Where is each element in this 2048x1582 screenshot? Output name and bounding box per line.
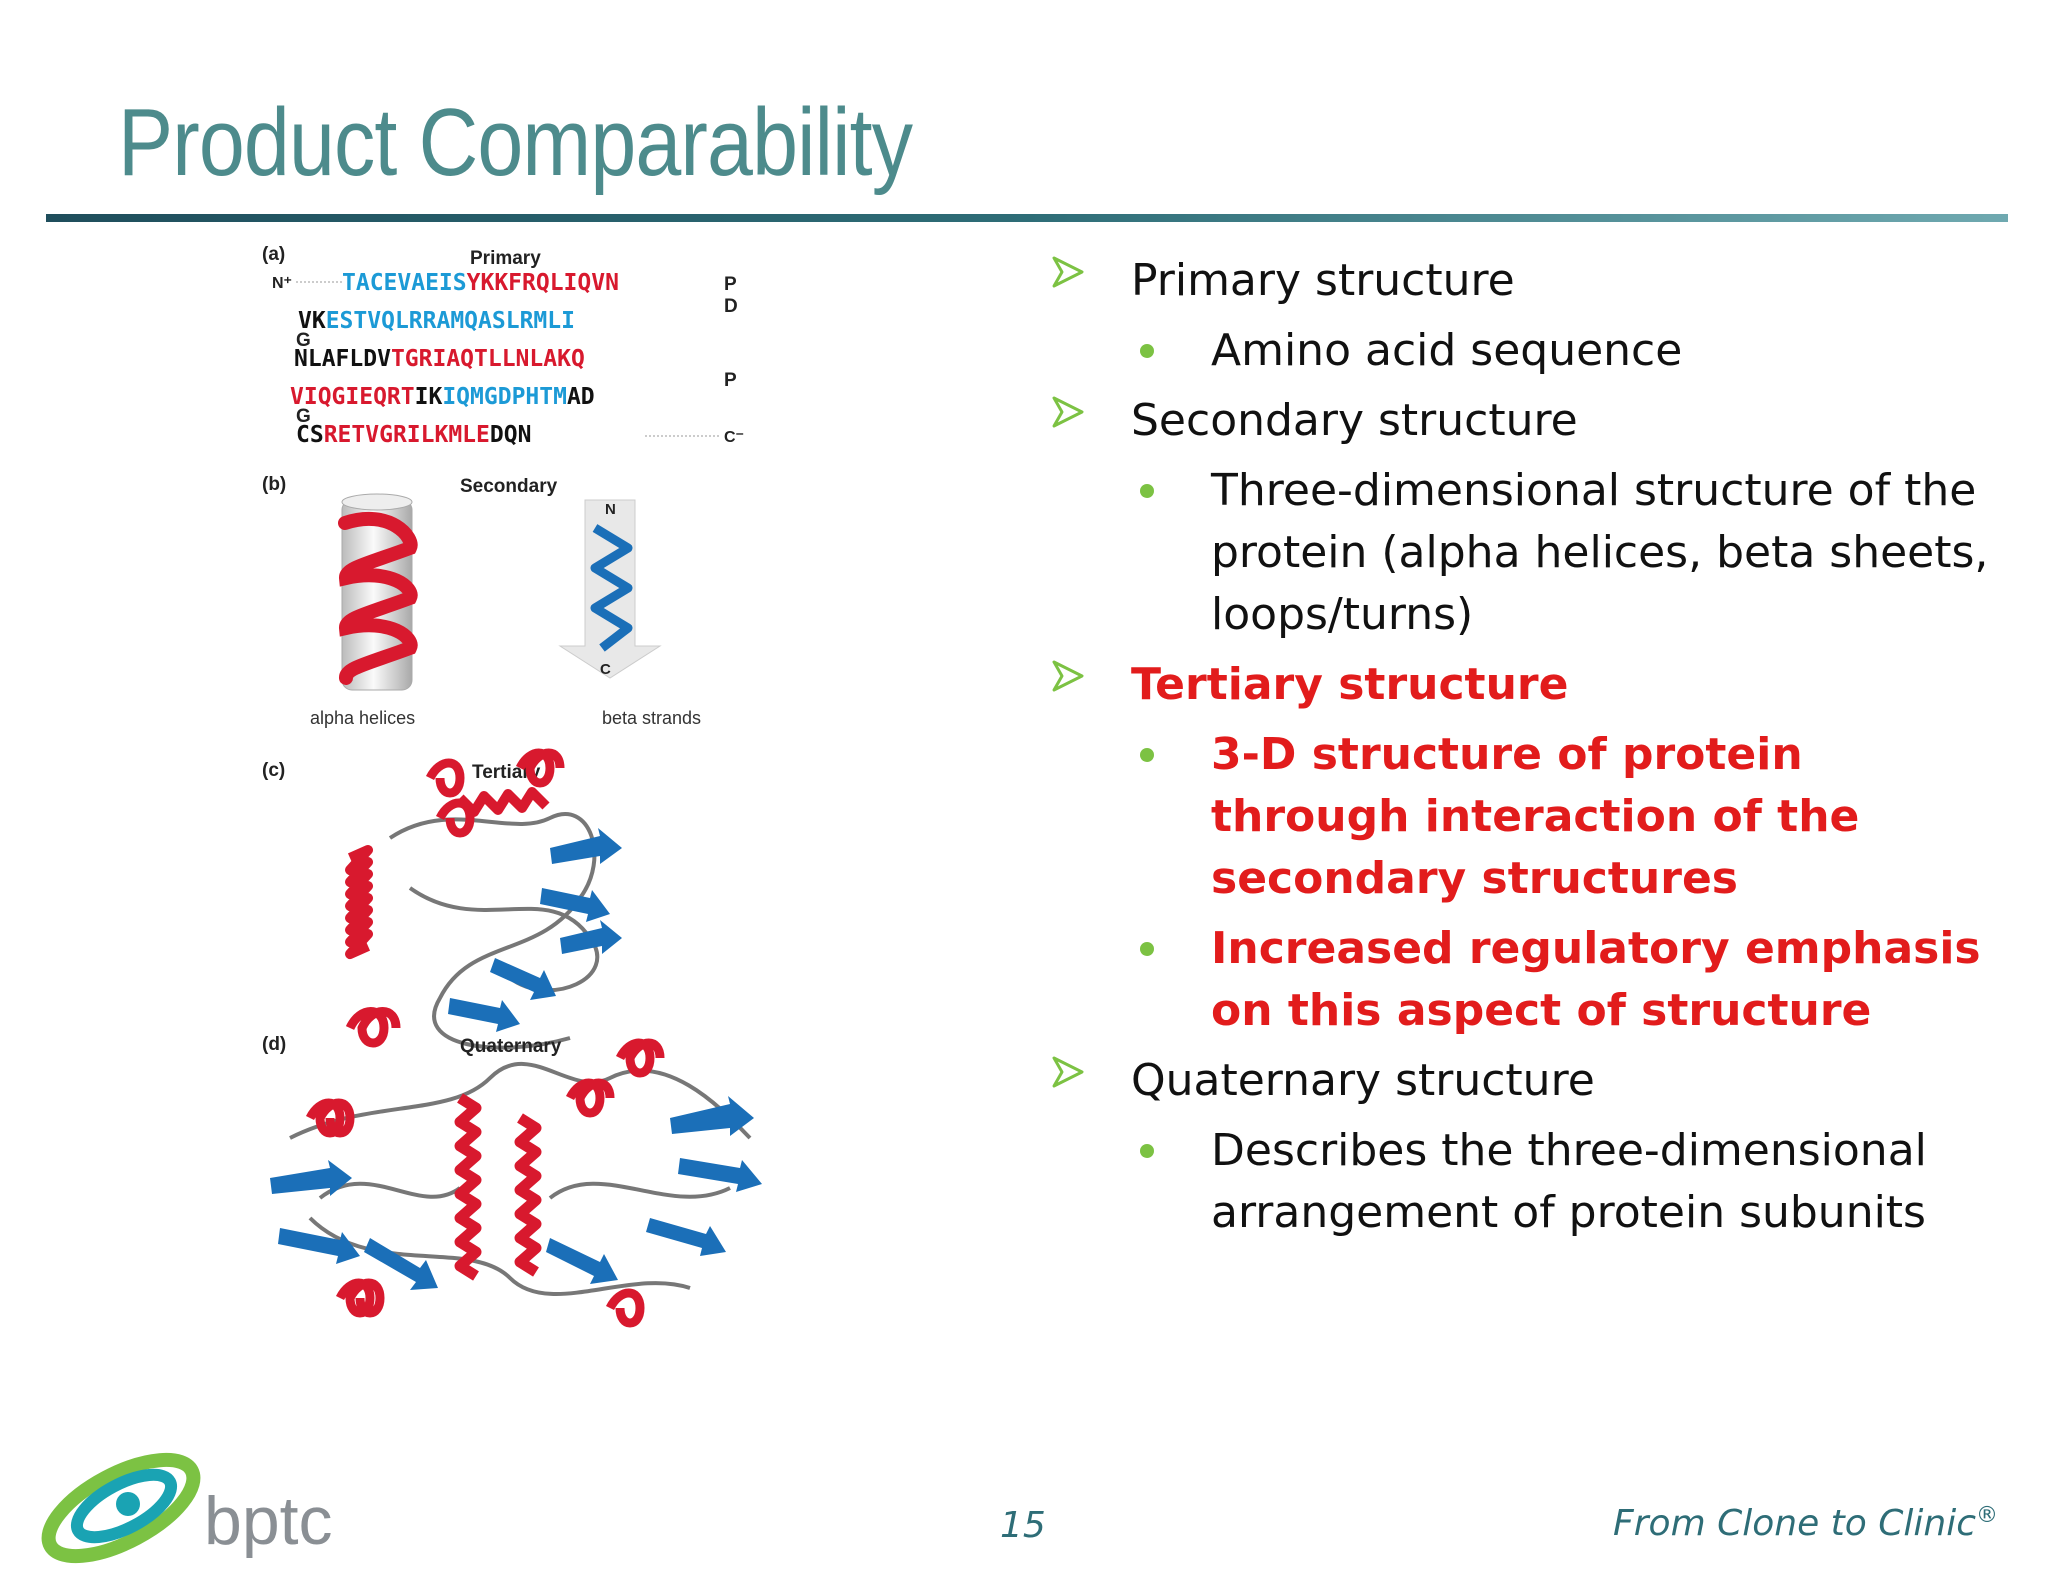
bullet-quaternary-description: Describes the three-dimensional arrangem… (1050, 1120, 2010, 1244)
bullet-regulatory-emphasis: Increased regulatory emphasis on this as… (1050, 918, 2010, 1042)
beta-strands-caption: beta strands (602, 708, 701, 728)
panel-d-label: (d) (262, 1034, 286, 1055)
arrowhead-icon (1052, 1056, 1084, 1088)
strand-c-label: C (600, 661, 611, 678)
seq-line-1-end2: D (724, 296, 738, 317)
dot-icon (1140, 344, 1154, 358)
bullet-tertiary-structure: Tertiary structure (1050, 654, 2010, 716)
bullet-primary-structure: Primary structure (1050, 250, 2010, 312)
seq-line-4: VIQGIEQRTIKIQMGDPHTMAD (290, 384, 595, 410)
dot-icon (1140, 1144, 1154, 1158)
slide-title: Product Comparability (118, 89, 913, 196)
page-number: 15 (1000, 1505, 1046, 1546)
title-divider (46, 214, 2008, 222)
dot-icon (1140, 484, 1154, 498)
tertiary-structure-illustration (345, 748, 622, 1050)
panel-c-label: (c) (262, 760, 285, 781)
panel-a-label: (a) (262, 244, 285, 265)
seq-line-2: VKESTVQLRRAMQASLRMLI (298, 308, 575, 334)
logo-text: bptc (204, 1483, 333, 1559)
panel-b-title: Secondary (460, 476, 558, 497)
protein-structure-figure: (a) Primary N⁺ TACEVAEISYKKFRQLIQVN P D … (250, 238, 810, 1378)
seq-line-4-start: G (296, 406, 311, 427)
dot-icon (1140, 748, 1154, 762)
arrowhead-icon (1052, 256, 1084, 288)
c-terminus-label: C⁻ (724, 429, 744, 446)
seq-line-1: TACEVAEISYKKFRQLIQVN (342, 270, 619, 296)
panel-b-label: (b) (262, 474, 286, 495)
seq-line-5: CSRETVGRILKMLEDQN (296, 422, 531, 448)
arrowhead-icon (1052, 660, 1084, 692)
seq-line-3-end: P (724, 370, 737, 391)
arrowhead-icon (1052, 396, 1084, 428)
dot-icon (1140, 942, 1154, 956)
bullet-list: Primary structure Amino acid sequence Se… (1050, 250, 2010, 1252)
bullet-quaternary-structure: Quaternary structure (1050, 1050, 2010, 1112)
bullet-secondary-description: Three-dimensional structure of the prote… (1050, 460, 2010, 646)
bullet-secondary-structure: Secondary structure (1050, 390, 2010, 452)
seq-line-2-start: G (296, 330, 311, 351)
tagline: From Clone to Clinic® (1613, 1503, 1998, 1544)
n-terminus-label: N⁺ (272, 275, 292, 292)
panel-d-title: Quaternary (460, 1036, 562, 1057)
beta-strand-illustration (558, 499, 662, 679)
seq-line-1-end: P (724, 274, 737, 295)
panel-a-title: Primary (470, 248, 541, 269)
bptc-logo: bptc (36, 1440, 356, 1570)
bullet-tertiary-description: 3-D structure of protein through interac… (1050, 724, 2010, 910)
alpha-helices-caption: alpha helices (310, 708, 415, 728)
bullet-amino-acid-sequence: Amino acid sequence (1050, 320, 2010, 382)
strand-n-label: N (605, 501, 616, 518)
seq-line-3: NLAFLDVTGRIAQTLLNLAKQ (294, 346, 585, 372)
alpha-helix-illustration (338, 493, 418, 691)
quaternary-structure-illustration (270, 1038, 762, 1328)
